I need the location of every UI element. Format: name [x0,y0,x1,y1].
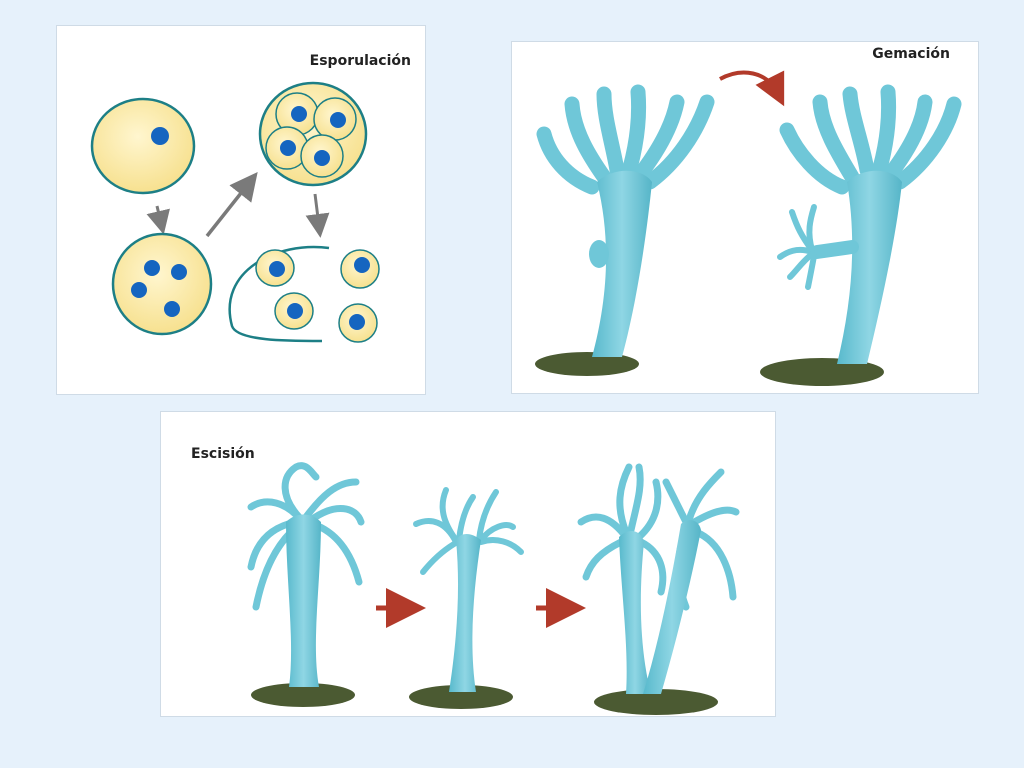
arrow-down-icon [146,205,170,235]
sporulation-panel: Esporulación [56,25,426,395]
fission-diagram [247,462,740,715]
arrow-down-icon [305,193,330,238]
hydra-with-bud [535,84,715,376]
budding-panel: Gemación [511,41,979,394]
released-spores [228,245,380,343]
sporulation-title: Esporulación [309,53,411,69]
ground [594,689,718,715]
cell-with-spores [258,81,368,187]
sporulation-diagram [90,81,380,343]
budding-diagram [535,70,962,386]
cell-single-nucleus [90,97,196,195]
hydra-divided [577,463,740,715]
cell-multiple-nuclei [111,232,213,336]
fission-title: Escisión [191,446,255,462]
hydra-splitting [409,487,524,709]
ground [760,358,884,386]
fission-panel: Escisión [160,411,776,717]
nucleus [151,127,169,145]
hydra-with-developed-bud [760,84,962,386]
ground [251,683,355,707]
ground [535,352,639,376]
budding-title: Gemación [872,46,950,62]
curved-arrow-icon [719,70,785,107]
hydra-whole [247,462,365,707]
ground [409,685,513,709]
arrow-diagonal-icon [205,172,258,238]
